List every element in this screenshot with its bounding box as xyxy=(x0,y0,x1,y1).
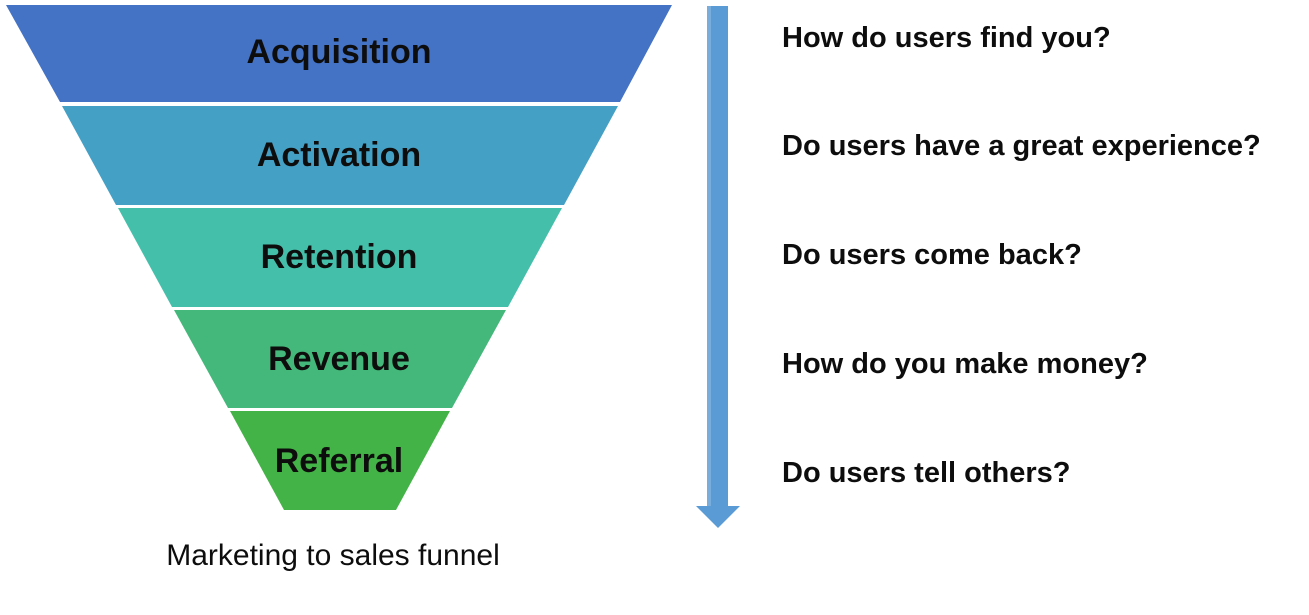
funnel-diagram: Acquisition Activation Retention Revenue… xyxy=(6,5,672,510)
question-retention: Do users come back? xyxy=(782,239,1082,271)
question-activation: Do users have a great experience? xyxy=(782,130,1261,162)
funnel-stage-label-acquisition: Acquisition xyxy=(246,33,431,71)
funnel-stage-revenue xyxy=(174,310,506,408)
funnel-stage-label-activation: Activation xyxy=(257,136,421,174)
funnel-stage-label-revenue: Revenue xyxy=(268,340,410,378)
question-revenue: How do you make money? xyxy=(782,348,1148,380)
funnel-caption: Marketing to sales funnel xyxy=(166,539,500,572)
funnel-stage-acquisition xyxy=(6,5,672,102)
funnel-stage-activation xyxy=(62,106,618,205)
funnel-stage-label-referral: Referral xyxy=(275,442,404,480)
question-acquisition: How do users find you? xyxy=(782,22,1111,54)
down-arrow-icon xyxy=(696,6,740,528)
question-referral: Do users tell others? xyxy=(782,457,1071,489)
funnel-stage-retention xyxy=(118,208,562,307)
funnel-stage-label-retention: Retention xyxy=(261,238,418,276)
funnel-stage-referral xyxy=(230,411,450,510)
